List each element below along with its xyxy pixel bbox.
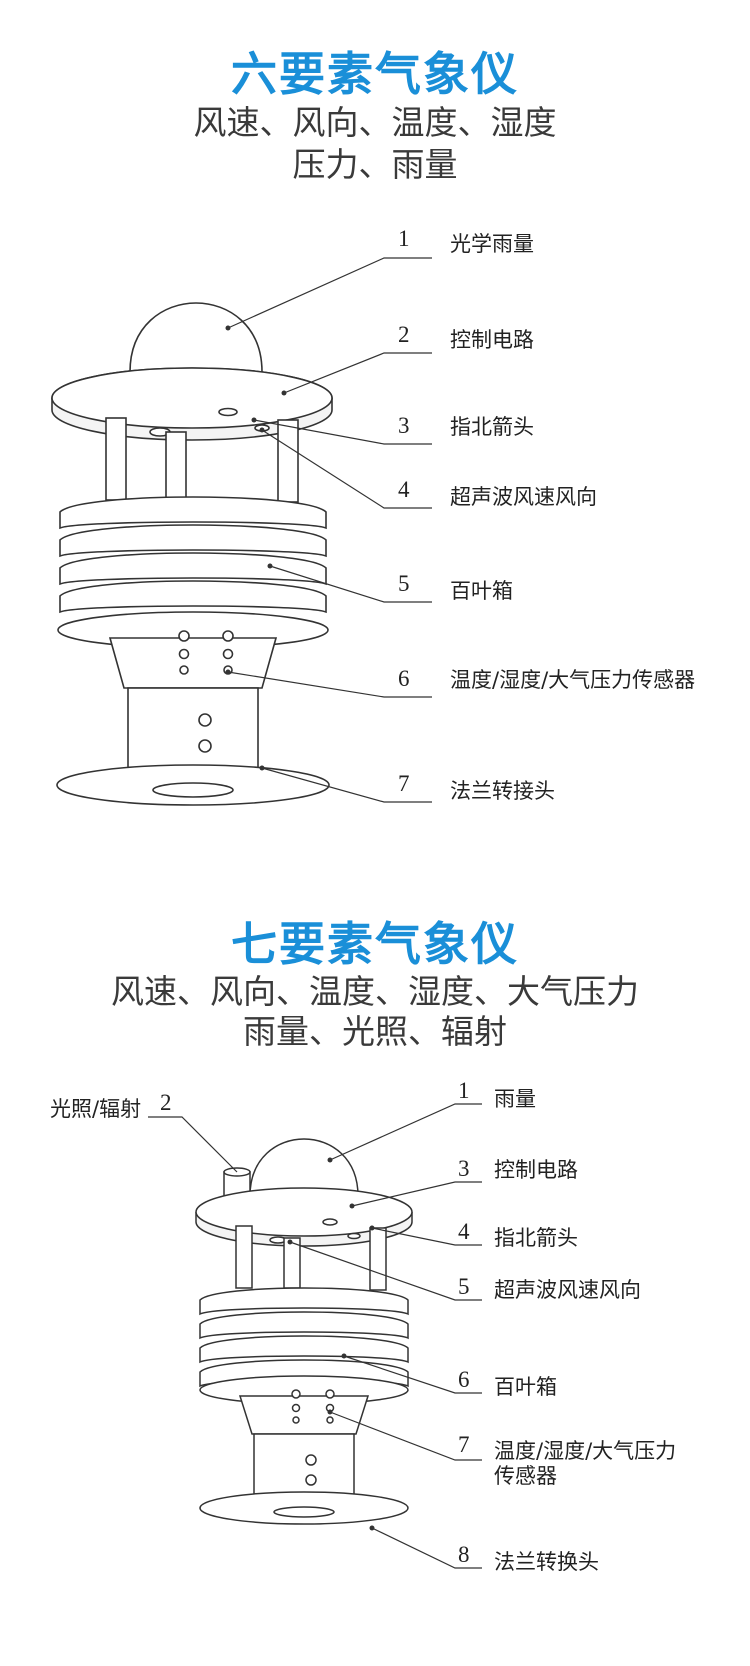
s1-callout-label-6: 温度/湿度/大气压力传感器 <box>450 668 696 692</box>
s1-callout-num-6: 6 <box>398 666 410 691</box>
seven-element-weather-station-drawing <box>148 1103 482 1569</box>
s2-callout-label-1: 雨量 <box>494 1087 536 1111</box>
s2-callout-label-5: 超声波风速风向 <box>494 1278 641 1302</box>
s2-callout-num-6: 6 <box>458 1367 470 1392</box>
s1-callout-num-3: 3 <box>398 413 410 438</box>
section2-title: 七要素气象仪 <box>231 917 519 971</box>
section2-subtitle-line2: 雨量、光照、辐射 <box>243 1012 507 1051</box>
section1-subtitle-line2: 压力、雨量 <box>292 145 458 184</box>
s1-callout-label-4: 超声波风速风向 <box>450 485 597 509</box>
section1-title: 六要素气象仪 <box>231 47 519 101</box>
s1-callout-num-5: 5 <box>398 571 410 596</box>
s1-callout-num-4: 4 <box>398 477 410 502</box>
s2-callout-num-1: 1 <box>458 1078 470 1103</box>
s2-callout-label-7-line2: 传感器 <box>494 1464 557 1488</box>
s2-callout-num-2-left: 2 <box>160 1090 172 1115</box>
s1-callout-label-2: 控制电路 <box>450 328 534 352</box>
s2-callout-label-6: 百叶箱 <box>494 1375 557 1399</box>
s1-callout-label-7: 法兰转接头 <box>450 779 555 803</box>
s2-callout-num-8: 8 <box>458 1542 470 1567</box>
s1-callout-label-3: 指北箭头 <box>450 415 534 439</box>
s2-callout-num-4: 4 <box>458 1219 470 1244</box>
s1-callout-label-5: 百叶箱 <box>450 579 513 603</box>
s2-callout-label-7: 温度/湿度/大气压力 <box>494 1439 677 1463</box>
section2-subtitle-line1: 风速、风向、温度、湿度、大气压力 <box>111 972 639 1011</box>
s2-callout-label-2-left: 光照/辐射 <box>50 1097 142 1121</box>
s2-callout-num-5: 5 <box>458 1274 470 1299</box>
s2-callout-label-3: 控制电路 <box>494 1158 578 1182</box>
s2-callout-label-8: 法兰转换头 <box>494 1550 599 1574</box>
s1-callout-num-2: 2 <box>398 322 410 347</box>
s2-callout-num-7: 7 <box>458 1432 470 1457</box>
s1-callout-num-7: 7 <box>398 771 410 796</box>
six-element-weather-station-drawing <box>51 257 432 806</box>
s1-callout-label-1: 光学雨量 <box>450 232 534 256</box>
s1-callout-num-1: 1 <box>398 226 410 251</box>
section1-subtitle-line1: 风速、风向、温度、湿度 <box>193 103 557 142</box>
s2-callout-label-4: 指北箭头 <box>494 1226 578 1250</box>
s2-callout-num-3: 3 <box>458 1156 470 1181</box>
